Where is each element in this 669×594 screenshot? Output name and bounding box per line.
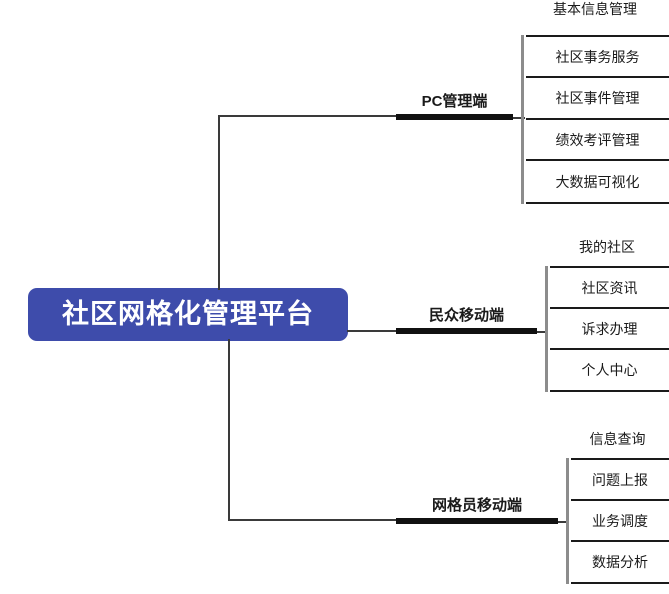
group-box-pc-admin: 社区事务服务 社区事件管理 绩效考评管理 大数据可视化 <box>526 35 669 204</box>
branch-stub-pc-admin <box>513 117 525 119</box>
branch-stub-public-mobile <box>537 331 548 333</box>
branch-public-mobile[interactable]: 民众移动端 <box>396 290 537 334</box>
branch-label-pc-admin: PC管理端 <box>421 92 488 110</box>
leaf-group-grid-staff-mobile: 信息查询 问题上报 业务调度 数据分析 <box>566 432 669 584</box>
leaf-group-public-mobile: 我的社区 社区资讯 诉求办理 个人中心 <box>545 240 669 392</box>
leaf-item[interactable]: 社区事务服务 <box>526 37 669 78</box>
leaf-group-pc-admin: 基本信息管理 社区事务服务 社区事件管理 绩效考评管理 大数据可视化 <box>521 2 669 204</box>
group-header-public-mobile: 我的社区 <box>579 239 635 255</box>
group-header-pc-admin: 基本信息管理 <box>553 1 637 17</box>
leaf-item[interactable]: 个人中心 <box>581 362 638 378</box>
group-box-public-mobile: 社区资讯 诉求办理 个人中心 <box>550 266 669 392</box>
leaf-item[interactable]: 大数据可视化 <box>555 173 640 190</box>
group-spine-pc-admin <box>521 35 524 204</box>
leaf-item[interactable]: 数据分析 <box>592 554 648 570</box>
group-spine-public-mobile <box>545 266 548 392</box>
branch-label-grid-staff-mobile: 网格员移动端 <box>431 496 522 514</box>
group-header-grid-staff-mobile: 信息查询 <box>589 431 646 447</box>
leaf-item[interactable]: 社区资讯 <box>550 268 669 309</box>
root-node[interactable]: 社区网格化管理平台 <box>28 288 348 341</box>
leaf-item[interactable]: 社区事件管理 <box>526 78 669 120</box>
leaf-item[interactable]: 业务调度 <box>571 501 669 542</box>
trunk-horizontal-top <box>218 115 396 117</box>
branch-stub-grid-staff-mobile <box>558 521 569 523</box>
branch-label-public-mobile: 民众移动端 <box>428 306 504 324</box>
leaf-item[interactable]: 诉求办理 <box>550 309 669 350</box>
group-box-grid-staff-mobile: 问题上报 业务调度 数据分析 <box>571 458 669 584</box>
leaf-item[interactable]: 问题上报 <box>571 460 669 501</box>
trunk-horizontal-bottom <box>228 519 396 521</box>
root-node-label: 社区网格化管理平台 <box>62 299 314 329</box>
trunk-vertical-top <box>218 115 220 290</box>
branch-bar-grid-staff-mobile <box>396 518 558 524</box>
group-spine-grid-staff-mobile <box>566 458 569 584</box>
branch-pc-admin[interactable]: PC管理端 <box>396 76 513 120</box>
branch-bar-public-mobile <box>396 328 537 334</box>
branch-bar-pc-admin <box>396 114 513 120</box>
trunk-vertical-bottom <box>228 339 230 521</box>
branch-grid-staff-mobile[interactable]: 网格员移动端 <box>396 480 558 524</box>
leaf-item[interactable]: 绩效考评管理 <box>526 120 669 161</box>
trunk-horizontal-middle <box>347 330 396 332</box>
